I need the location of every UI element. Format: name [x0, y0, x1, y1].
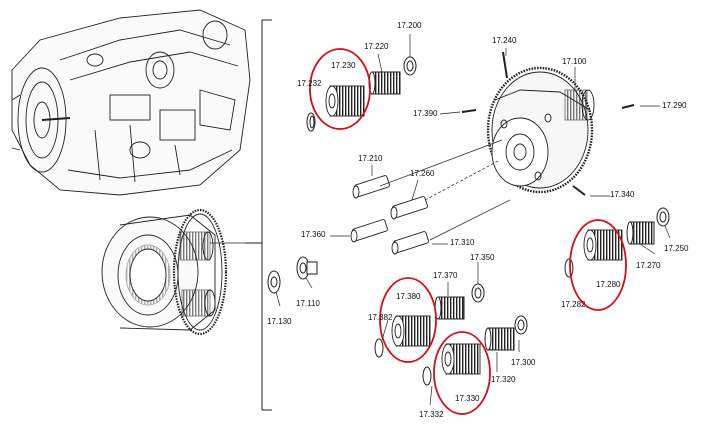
pin-17-340 [572, 185, 586, 196]
planet-gear-17-330 [441, 343, 481, 375]
highlight-circles [309, 48, 627, 415]
label-17-280: 17.280 [596, 280, 621, 289]
highlight-circle-17-230 [309, 48, 371, 130]
thrust-washer-17-110 [296, 256, 318, 280]
retaining-ring-17-332-bottom [422, 366, 432, 386]
label-17-100: 17.100 [562, 57, 587, 66]
label-17-370: 17.370 [433, 271, 458, 280]
washer-17-350 [471, 283, 485, 303]
label-17-300: 17.300 [511, 358, 536, 367]
label-17-110: 17.110 [296, 299, 320, 308]
pin-17-210 [352, 175, 390, 199]
leader-lines [275, 34, 671, 406]
pin-17-390 [461, 109, 477, 113]
label-17-250: 17.250 [664, 244, 689, 253]
needle-bearing-17-320 [484, 327, 515, 351]
pin-17-240 [502, 51, 508, 79]
needle-bearing-17-370 [434, 296, 465, 320]
label-17-350: 17.350 [470, 253, 495, 262]
label-17-200: 17.200 [397, 21, 422, 30]
planet-gear-17-380 [391, 315, 431, 347]
label-17-230: 17.230 [331, 61, 356, 70]
washer-17-300 [514, 315, 528, 335]
pin-17-360 [350, 219, 388, 243]
washer-17-130 [267, 270, 281, 294]
highlight-circle-17-380 [379, 277, 437, 363]
washers-and-rings [267, 51, 670, 386]
pin-17-260 [390, 196, 428, 220]
label-17-232-top: 17.232 [297, 79, 322, 88]
carrier-17-100-drawing [486, 66, 595, 194]
label-17-380: 17.380 [396, 292, 421, 301]
washer-17-200 [403, 56, 417, 76]
retaining-ring-17-282 [564, 258, 574, 278]
needle-bearing-17-220 [368, 71, 401, 95]
retaining-ring-17-382 [374, 338, 384, 358]
pin-17-290 [621, 104, 635, 109]
pin-shafts [350, 139, 511, 255]
label-17-340: 17.340 [610, 190, 635, 199]
assembly-bracket [245, 19, 272, 411]
label-17-390: 17.390 [413, 109, 438, 118]
label-17-260: 17.260 [410, 169, 435, 178]
label-17-270: 17.270 [636, 261, 661, 270]
label-17-290: 17.290 [662, 101, 687, 110]
label-17-320: 17.320 [491, 375, 516, 384]
label-17-310: 17.310 [450, 238, 475, 247]
planet-gear-17-280 [583, 229, 623, 261]
needle-bearing-17-270 [626, 221, 655, 245]
planet-gear-17-230 [325, 85, 365, 117]
planet-gears [325, 85, 623, 375]
label-17-330: 17.330 [455, 394, 480, 403]
highlight-circle-17-330 [433, 331, 491, 415]
label-17-332-bottom: 17.332 [419, 410, 444, 419]
label-17-210: 17.210 [358, 154, 383, 163]
highlight-circle-17-280 [569, 219, 627, 311]
pin-17-310 [391, 231, 429, 255]
transmission-housing-illustration [11, 9, 251, 196]
label-17-382: 17.382 [368, 313, 393, 322]
washer-17-250 [656, 207, 670, 227]
label-17-220: 17.220 [364, 42, 389, 51]
retaining-ring-17-232-top [306, 112, 316, 132]
label-17-130: 17.130 [267, 317, 292, 326]
planet-carrier-assembly-illustration [101, 208, 258, 336]
label-17-360: 17.360 [301, 230, 326, 239]
label-17-240: 17.240 [492, 36, 517, 45]
label-17-282: 17.282 [561, 300, 586, 309]
